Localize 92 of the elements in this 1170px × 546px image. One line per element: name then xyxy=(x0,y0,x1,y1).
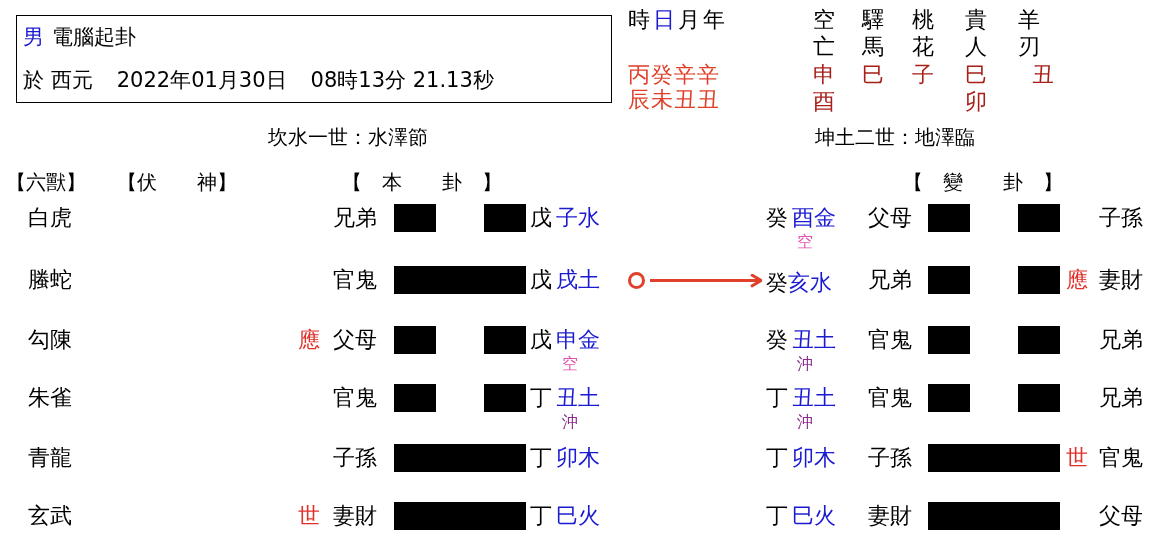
label-text: 子孫 xyxy=(868,447,912,469)
label-text: 花 xyxy=(912,36,934,58)
column-header: 【 本 卦 】 xyxy=(342,172,502,192)
arrow xyxy=(650,273,763,288)
column-header: 【伏 神】 xyxy=(117,172,237,192)
label-text: 癸 xyxy=(766,329,788,351)
marker-text: 世 xyxy=(298,505,320,527)
branch-text: 丑土 xyxy=(792,387,836,409)
label-text: 刃 xyxy=(1018,36,1040,58)
spirit-value-text: 巳 xyxy=(862,64,884,86)
hexagram-title: 坤土二世：地澤臨 xyxy=(815,127,975,147)
spirit-value-text: 酉 xyxy=(813,91,835,113)
branch-text: 酉金 xyxy=(792,207,836,229)
label-text: 勾陳 xyxy=(28,329,72,351)
label-text: 官鬼 xyxy=(333,269,377,291)
gender-text: 男 xyxy=(23,23,44,51)
label-text: 妻財 xyxy=(868,505,912,527)
stem-text: 癸 xyxy=(766,269,788,297)
label-text: 丁 xyxy=(530,447,552,469)
label-text: 年 xyxy=(703,9,725,31)
pillar-text: 辰未丑丑 xyxy=(628,89,720,111)
label-text: 驛 xyxy=(862,9,884,31)
spirit-value-text: 巳 xyxy=(965,64,987,86)
label-text: 朱雀 xyxy=(28,387,72,409)
date-text: 2022年01月30日 xyxy=(116,67,287,94)
label-text: 月 xyxy=(678,9,700,31)
branch-text: 子水 xyxy=(556,207,600,229)
branch-text: 巳火 xyxy=(792,505,836,527)
label-text: 丁 xyxy=(530,387,552,409)
date-text: 08時13分 21.13秒 xyxy=(310,67,494,94)
label-text: 桃 xyxy=(912,9,934,31)
label-text: 兄弟 xyxy=(1099,387,1143,409)
label-text: 馬 xyxy=(862,36,884,58)
spirit-value-text: 子 xyxy=(912,64,934,86)
label-text: 丁 xyxy=(766,447,788,469)
branch-text: 巳火 xyxy=(556,505,600,527)
spirit-value-text: 申 xyxy=(813,64,835,86)
branch-text: 戌土 xyxy=(556,269,600,291)
info-box xyxy=(16,15,612,103)
branch-text: 丑土 xyxy=(792,329,836,351)
label-text: 人 xyxy=(965,36,987,58)
branch-text: 丑土 xyxy=(556,387,600,409)
branch-text: 亥水 xyxy=(788,269,832,297)
label-text: 戊 xyxy=(530,207,552,229)
label-text: 空 xyxy=(813,9,835,31)
method-text: 電腦起卦 xyxy=(52,23,136,51)
label-text: 丁 xyxy=(766,505,788,527)
mark-text: 空 xyxy=(797,234,813,250)
marker-text: 世 xyxy=(1066,447,1088,469)
label-text: 父母 xyxy=(333,329,377,351)
label-text: 子孫 xyxy=(333,447,377,469)
column-header: 【六獸】 xyxy=(6,172,86,192)
marker-text: 應 xyxy=(298,329,320,351)
label-text: 官鬼 xyxy=(868,387,912,409)
label-text: 癸 xyxy=(766,207,788,229)
label-text: 時 xyxy=(628,9,650,31)
column-header: 【 變 卦 】 xyxy=(903,172,1063,192)
date-text: 於 西元 xyxy=(23,67,93,94)
label-text: 兄弟 xyxy=(333,207,377,229)
label-text: 官鬼 xyxy=(868,329,912,351)
spirit-value-text: 卯 xyxy=(965,91,987,113)
branch-text: 日 xyxy=(653,9,675,31)
mark-text: 沖 xyxy=(562,414,578,430)
label-text: 兄弟 xyxy=(1099,329,1143,351)
label-text: 妻財 xyxy=(1099,269,1143,291)
spirit-value-text: 丑 xyxy=(1032,64,1054,86)
label-text: 官鬼 xyxy=(1099,447,1143,469)
branch-text: 申金 xyxy=(556,329,600,351)
label-text: 兄弟 xyxy=(868,269,912,291)
label-text: 螣蛇 xyxy=(28,269,72,291)
label-text: 父母 xyxy=(1099,505,1143,527)
label-text: 丁 xyxy=(530,505,552,527)
label-text: 白虎 xyxy=(28,207,72,229)
label-text: 妻財 xyxy=(333,505,377,527)
branch-text: 卯木 xyxy=(556,447,600,469)
label-text: 丁 xyxy=(766,387,788,409)
mark-text: 空 xyxy=(562,356,578,372)
label-text: 戊 xyxy=(530,329,552,351)
label-text: 官鬼 xyxy=(333,387,377,409)
label-text: 戊 xyxy=(530,269,552,291)
label-text: 貴 xyxy=(965,9,987,31)
hexagram-title: 坎水一世：水澤節 xyxy=(268,127,428,147)
mark-text: 沖 xyxy=(797,356,813,372)
mark-text: 沖 xyxy=(797,414,813,430)
label-text: 子孫 xyxy=(1099,207,1143,229)
branch-text: 卯木 xyxy=(792,447,836,469)
label-text: 青龍 xyxy=(28,447,72,469)
label-text: 玄武 xyxy=(28,505,72,527)
label-text: 父母 xyxy=(868,207,912,229)
label-text: 羊 xyxy=(1018,9,1040,31)
marker-text: 應 xyxy=(1066,269,1088,291)
label-text: 亡 xyxy=(813,36,835,58)
